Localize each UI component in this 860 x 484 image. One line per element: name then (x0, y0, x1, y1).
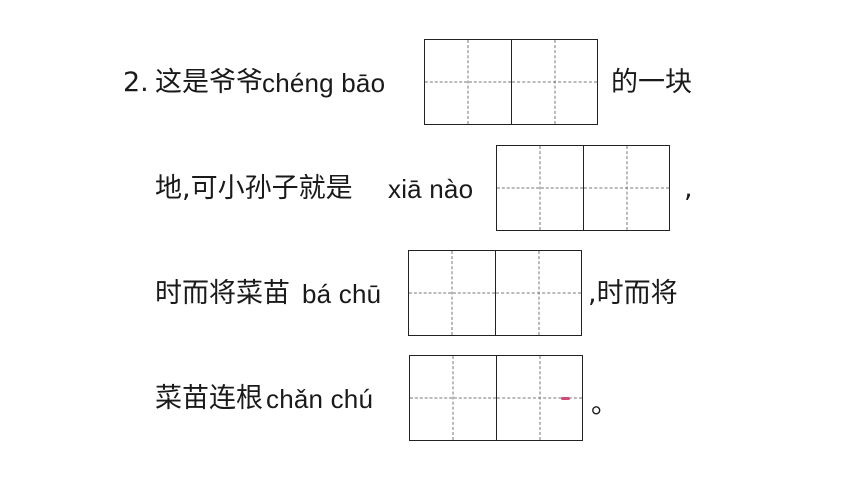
line2-pinyin: xiā nào (388, 174, 474, 204)
writing-cell[interactable] (495, 251, 581, 335)
question-number: 2. (123, 67, 149, 98)
line3-after-text: ,时而将 (588, 278, 678, 309)
writing-cell[interactable] (410, 356, 496, 440)
line2-text: 地,可小孙子就是 (155, 173, 353, 204)
line4-after-text: 。 (591, 389, 618, 420)
question-line-2: 地,可小孙子就是 xiā nào , (0, 145, 860, 233)
pen-mark (561, 397, 570, 400)
writing-cell[interactable] (511, 40, 597, 124)
line4-pinyin: chǎn chú (266, 384, 374, 414)
line1-after-text: 的一块 (611, 67, 692, 98)
question-line-1: 2. 这是爷爷 chéng bāo 的一块 (0, 39, 860, 127)
question-line-3: 时而将菜苗 bá chū ,时而将 (0, 250, 860, 338)
answer-grid-2[interactable] (496, 145, 670, 231)
line3-text: 时而将菜苗 (155, 278, 290, 309)
answer-grid-4[interactable] (409, 355, 583, 441)
writing-cell[interactable] (497, 146, 583, 230)
writing-cell[interactable] (496, 356, 582, 440)
line1-pinyin: chéng bāo (262, 68, 386, 98)
line4-text: 菜苗连根 (155, 383, 263, 414)
line3-pinyin: bá chū (302, 279, 382, 309)
answer-grid-3[interactable] (408, 250, 582, 336)
writing-cell[interactable] (409, 251, 495, 335)
answer-grid-1[interactable] (424, 39, 598, 125)
line2-after-text: , (684, 173, 693, 204)
writing-cell[interactable] (425, 40, 511, 124)
line1-text: 这是爷爷 (155, 67, 263, 98)
writing-cell[interactable] (583, 146, 669, 230)
question-line-4: 菜苗连根 chǎn chú 。 (0, 355, 860, 443)
